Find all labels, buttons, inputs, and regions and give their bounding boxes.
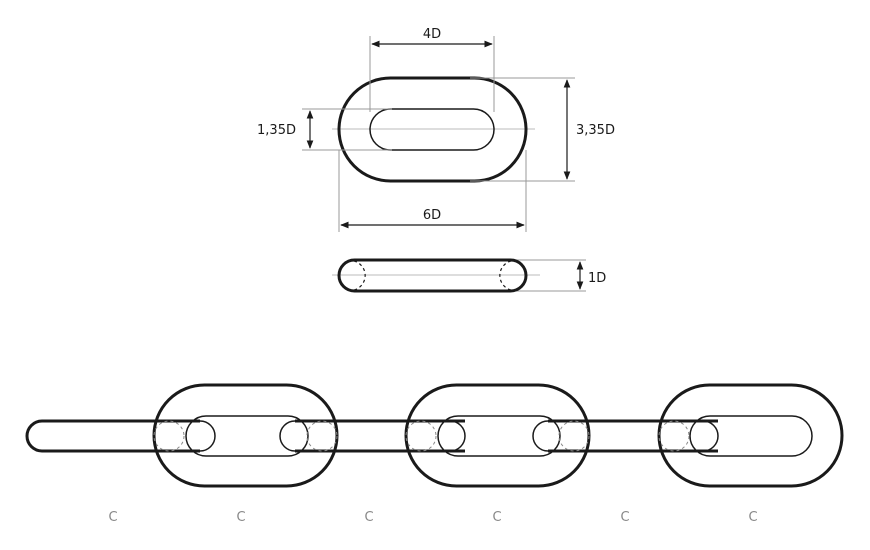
- extension-lines: [302, 36, 586, 292]
- chain-flat-cap-3: [449, 420, 466, 452]
- side-outline: [337, 258, 528, 293]
- chain-flat-link-0: [25, 419, 200, 453]
- dim-label-outer-length: 6D: [423, 208, 441, 223]
- chain-flat-cap-1: [199, 420, 216, 452]
- chain-flat-link-1: [295, 419, 465, 453]
- pitch-label: C: [748, 510, 757, 525]
- chain-hidden-4: [558, 420, 590, 452]
- chain-link-big-3: [657, 383, 844, 488]
- chain-hidden-1: [153, 420, 185, 452]
- chain-flat-cap-2: [279, 420, 296, 452]
- link-outer-outline: [337, 76, 528, 183]
- chain-link-hole-1: [185, 415, 309, 457]
- dimension-arrows: [306, 40, 584, 290]
- pitch-label: C: [108, 510, 117, 525]
- dim-label-inner-length: 4D: [423, 27, 441, 42]
- side-hidden-left: [353, 260, 366, 291]
- link-top-view: [332, 76, 535, 183]
- pitch-label: C: [364, 510, 373, 525]
- dim-label-inner-width: 1,35D: [257, 123, 296, 138]
- dim-label-outer-width: 3,35D: [576, 123, 615, 138]
- link-inner-outline: [369, 108, 495, 151]
- chain-assembly: [25, 383, 844, 488]
- chain-link-big-1: [152, 383, 339, 488]
- pitch-label: C: [492, 510, 501, 525]
- dim-label-thickness: 1D: [588, 271, 606, 286]
- side-hidden-right: [499, 260, 512, 291]
- link-side-view: [332, 258, 540, 293]
- pitch-label: C: [620, 510, 629, 525]
- pitch-label: C: [236, 510, 245, 525]
- chain-link-big-2: [404, 383, 591, 488]
- chain-flat-cap-5: [702, 420, 719, 452]
- chain-hidden-5: [658, 420, 690, 452]
- chain-link-hole-2: [437, 415, 561, 457]
- chain-hidden-2: [306, 420, 338, 452]
- chain-link-hole-3: [689, 415, 813, 457]
- chain-hidden-3: [405, 420, 437, 452]
- chain-flat-cap-4: [532, 420, 549, 452]
